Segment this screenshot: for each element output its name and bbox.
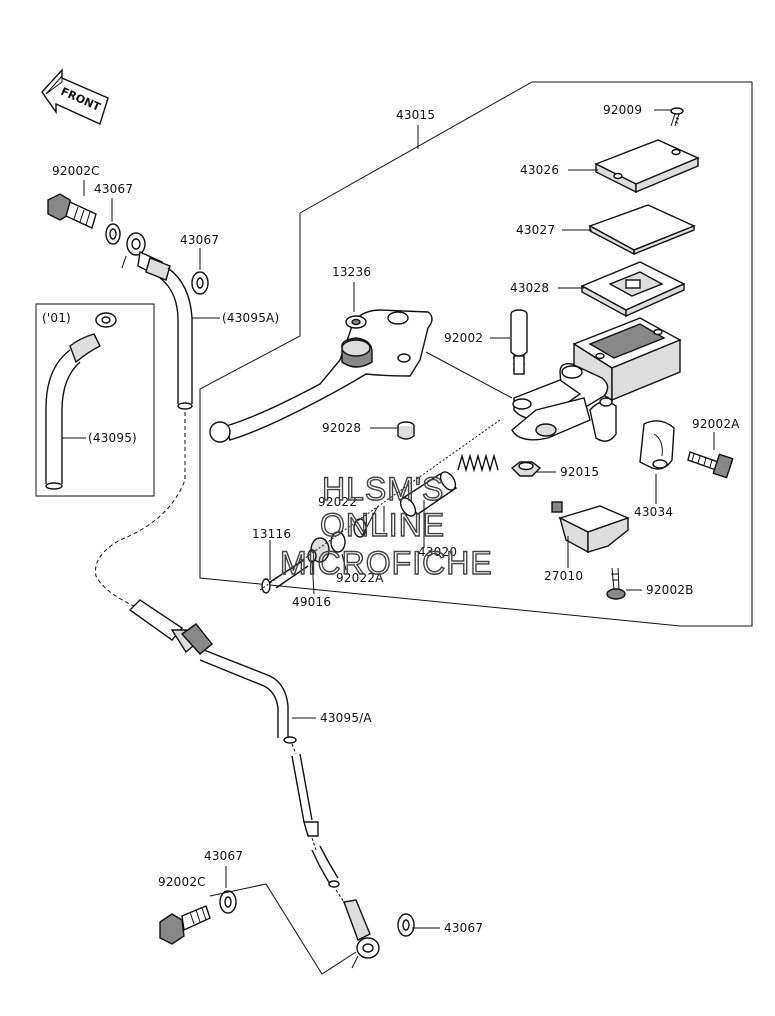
label-43095-A: 43095/A	[320, 711, 372, 725]
label-92022A: 92022A	[336, 571, 384, 585]
banjo-bolt-top	[47, 193, 97, 229]
label-92002B: 92002B	[646, 583, 694, 597]
brake-hose-upper	[159, 267, 193, 410]
label-13236: 13236	[332, 265, 371, 279]
watermark: HLSM'S ONLINE MICROFICHE	[279, 470, 493, 581]
label-43034: 43034	[634, 505, 673, 519]
label-92002A: 92002A	[692, 417, 740, 431]
label-27010: 27010	[544, 569, 583, 583]
label-49016: 49016	[292, 595, 331, 609]
label-43026: 43026	[520, 163, 559, 177]
screw-92002B	[606, 567, 626, 600]
nut-92015	[510, 461, 542, 477]
piston-kit	[398, 471, 458, 517]
dust-boot	[307, 537, 330, 563]
label-43067-bottom-1: 43067	[204, 849, 243, 863]
assembly-outline	[199, 81, 753, 627]
banjo-bolt-bottom	[159, 905, 211, 945]
screw-92009	[670, 107, 684, 127]
watermark-line-3: MICROFICHE	[280, 545, 493, 581]
collar-92028	[397, 421, 415, 440]
diaphragm-plate	[588, 204, 696, 256]
label-92015: 92015	[560, 465, 599, 479]
brake-switch	[551, 501, 630, 554]
label-13116: 13116	[252, 527, 291, 541]
handlebar-clamp	[639, 420, 675, 470]
inset-box	[35, 303, 155, 497]
label-43027: 43027	[516, 223, 555, 237]
spring	[457, 453, 499, 473]
label-92002C-bottom: 92002C	[158, 875, 206, 889]
label-43095: (43095)	[88, 431, 137, 445]
diaphragm	[580, 261, 686, 318]
circlip-92022	[330, 531, 346, 553]
bolt-92002A	[687, 451, 734, 479]
label-43015: 43015	[396, 108, 435, 122]
brake-lever	[209, 309, 433, 443]
label-43067-bottom-2: 43067	[444, 921, 483, 935]
reservoir-cap	[594, 139, 700, 194]
label-43020: 43020	[418, 545, 457, 559]
label-92028: 92028	[322, 421, 361, 435]
master-cylinder-body	[511, 317, 682, 442]
watermark-line-2: ONLINE	[320, 507, 445, 543]
label-92002C-top: 92002C	[52, 164, 100, 178]
label-43095A: (43095A)	[222, 311, 279, 325]
front-arrow-icon: FRONT	[41, 68, 109, 125]
label-92002: 92002	[444, 331, 483, 345]
label-43067-top-2: 43067	[180, 233, 219, 247]
label-92009: 92009	[603, 103, 642, 117]
banjo-fitting-top	[121, 232, 171, 281]
watermark-line-1: HLSM'S	[322, 471, 444, 507]
label-43028: 43028	[510, 281, 549, 295]
label-inset-year: ('01)	[42, 311, 71, 325]
inset-hose	[45, 312, 117, 490]
label-92022: 92022	[318, 495, 357, 509]
brake-hose-lower	[128, 599, 380, 969]
pivot-bolt-92002	[510, 309, 528, 375]
label-43067-top-1: 43067	[94, 182, 133, 196]
